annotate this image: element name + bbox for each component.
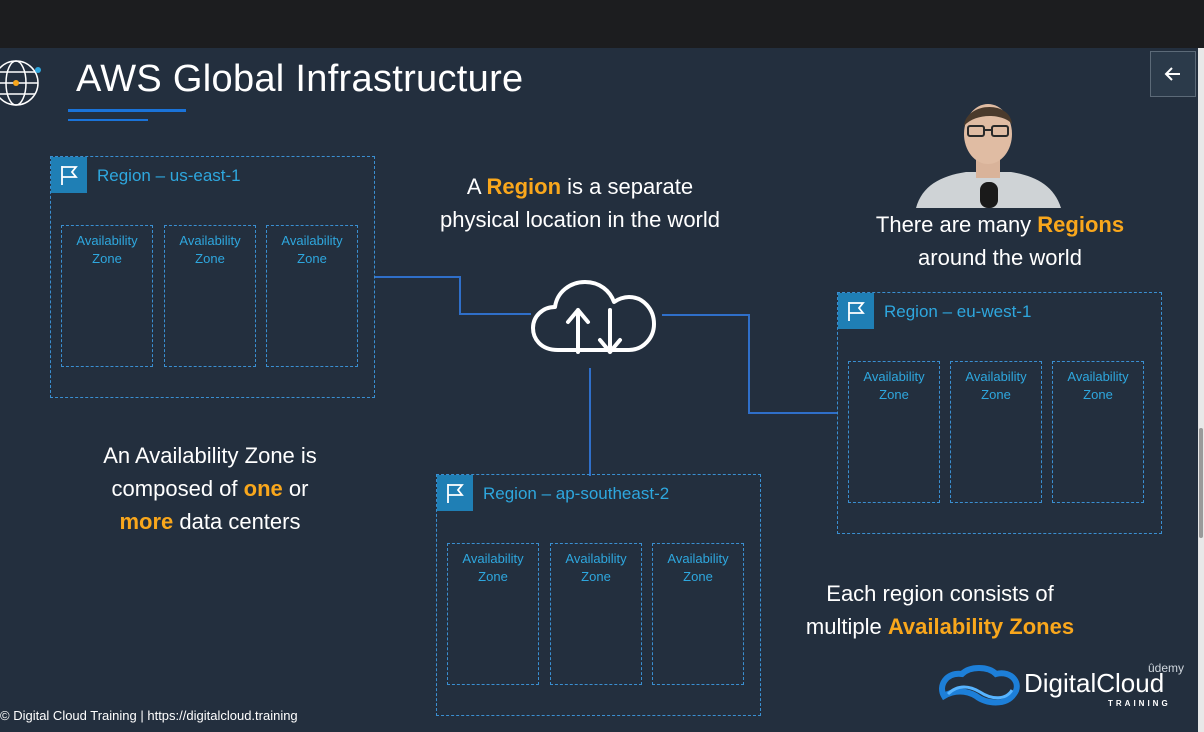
availability-zone: Availability Zone (447, 543, 539, 685)
availability-zone: Availability Zone (1052, 361, 1144, 503)
title-underline-secondary (68, 119, 148, 121)
cloud-upload-download-icon (531, 280, 656, 354)
availability-zone-text: An Availability Zone is composed of one … (103, 443, 317, 534)
flag-icon (838, 293, 874, 329)
connector-line (748, 314, 750, 414)
many-regions-text: There are many Regions around the world (875, 212, 1125, 270)
connector-line (459, 313, 531, 315)
digitalcloud-logo-icon (939, 665, 1020, 706)
brand-subtitle: TRAINING (1108, 699, 1171, 708)
globe-icon (0, 60, 41, 106)
connector-line (662, 314, 750, 316)
region-eu-west-1: Region – eu-west-1 Availability Zone Ava… (837, 292, 1162, 534)
slide-title: AWS Global Infrastructure (76, 58, 524, 100)
region-label: Region – ap-southeast-2 (483, 484, 670, 503)
scrollbar-thumb[interactable] (1199, 428, 1203, 538)
footer-copyright: © Digital Cloud Training | https://digit… (0, 708, 298, 723)
availability-zone: Availability Zone (950, 361, 1042, 503)
connector-line (589, 368, 591, 476)
back-button[interactable] (1150, 51, 1196, 97)
connector-line (374, 276, 460, 278)
each-region-text: Each region consists of multiple Availab… (805, 581, 1075, 639)
region-label: Region – eu-west-1 (884, 302, 1032, 321)
availability-zone: Availability Zone (164, 225, 256, 367)
udemy-watermark: ûdemy (1148, 661, 1185, 675)
availability-zone: Availability Zone (652, 543, 744, 685)
region-label: Region – us-east-1 (97, 166, 241, 185)
availability-zone: Availability Zone (61, 225, 153, 367)
lecture-slide: AWS Global Infrastructure Region – us-ea… (0, 48, 1198, 732)
availability-zone: Availability Zone (550, 543, 642, 685)
region-us-east-1: Region – us-east-1 Availability Zone Ava… (50, 156, 375, 398)
region-definition-text: A Region is a separate physical location… (439, 174, 721, 232)
brand-name: DigitalCloud (1024, 668, 1165, 698)
back-arrow-icon (1164, 67, 1180, 81)
title-underline (68, 109, 186, 112)
video-player-top-bar (0, 0, 1204, 48)
availability-zone: Availability Zone (848, 361, 940, 503)
presenter-webcam (916, 88, 1061, 208)
connector-line (748, 412, 838, 414)
availability-zone: Availability Zone (266, 225, 358, 367)
flag-icon (437, 475, 473, 511)
region-ap-southeast-2: Region – ap-southeast-2 Availability Zon… (436, 474, 761, 716)
connector-line (459, 276, 461, 315)
scrollbar[interactable] (1198, 48, 1204, 732)
flag-icon (51, 157, 87, 193)
